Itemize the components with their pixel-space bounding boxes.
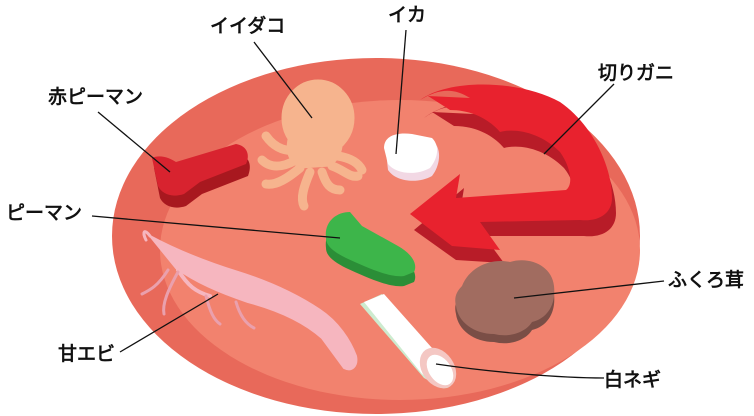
label-ika: イカ bbox=[388, 4, 426, 26]
label-aka-piman: 赤ピーマン bbox=[48, 86, 143, 108]
label-iidako: イイダコ bbox=[210, 14, 285, 37]
label-ama-ebi: 甘エビ bbox=[58, 343, 115, 365]
label-piman: ピーマン bbox=[6, 202, 82, 224]
squid-icon bbox=[384, 134, 439, 181]
label-kirigani: 切りガニ bbox=[598, 62, 674, 84]
label-fukurotake: ふくろ茸 bbox=[668, 268, 744, 291]
label-shironegi: 白ネギ bbox=[604, 368, 661, 391]
